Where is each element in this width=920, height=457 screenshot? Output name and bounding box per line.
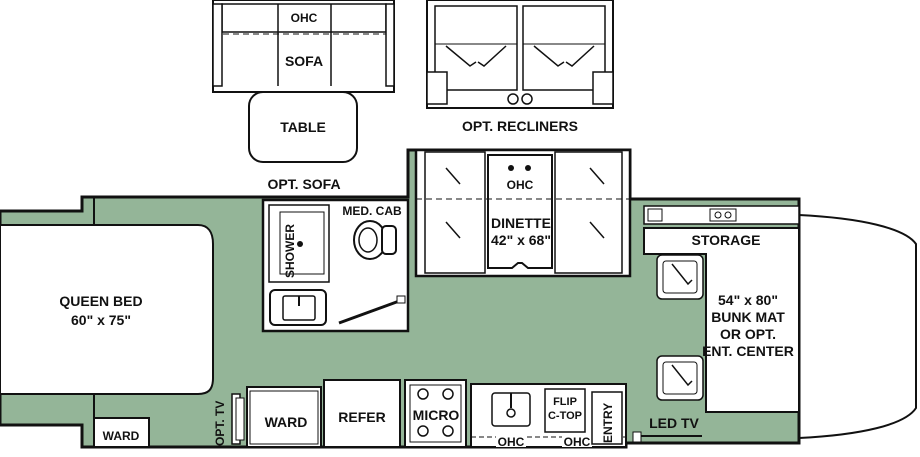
- entry-step: [591, 391, 623, 445]
- table-label: TABLE: [280, 119, 326, 135]
- passenger-seat-cushion: [662, 361, 698, 395]
- cab-knob-icon: [724, 211, 732, 219]
- bedroom-wardrobe: [93, 417, 150, 448]
- micro-label: MICRO: [413, 407, 460, 423]
- cab-cubby: [647, 208, 663, 222]
- seatbelt-icon: [445, 221, 461, 239]
- cab-nose: [798, 213, 917, 440]
- cup-holder-icon: [507, 93, 519, 105]
- driver-seat-cushion: [662, 260, 698, 294]
- bunk-mat: [643, 227, 800, 413]
- ohc-sink-label: OHC: [498, 435, 525, 449]
- cab-cubby: [709, 208, 737, 222]
- table-pedestal-icon: [508, 165, 514, 171]
- sofa-label: SOFA: [285, 53, 323, 69]
- opt-sofa-caption: OPT. SOFA: [267, 176, 340, 192]
- bedroom-ward-label: WARD: [103, 429, 140, 443]
- toilet-tank: [381, 225, 397, 255]
- dinette-size: 42" x 68": [491, 232, 551, 248]
- burner-icon: [442, 388, 454, 400]
- sink-drain-icon: [506, 408, 516, 418]
- burner-icon: [442, 425, 454, 437]
- recliner-footrest: [477, 45, 507, 67]
- entry-label: ENTRY: [601, 403, 615, 443]
- toilet-icon: [358, 227, 378, 253]
- opt-tv-shape: [235, 397, 245, 441]
- burner-icon: [417, 425, 429, 437]
- opt-recliners-caption: OPT. RECLINERS: [462, 118, 578, 134]
- queen-bed: [0, 224, 214, 395]
- opt-recliners-group: OPT. RECLINERS: [426, 0, 614, 134]
- flip-ctop: [544, 388, 586, 433]
- seatbelt-icon: [445, 167, 461, 185]
- flip-label: FLIP: [553, 396, 577, 408]
- sofa-arm-right: [385, 3, 395, 87]
- burner-icon: [417, 388, 429, 400]
- recliner-arm: [592, 71, 614, 105]
- ohc-counter-label: OHC: [564, 435, 591, 449]
- bunk-size: 54" x 80": [718, 292, 778, 308]
- queen-bed-size: 60" x 75": [71, 312, 131, 328]
- bath-door: [338, 298, 403, 325]
- med-cab-label: MED. CAB: [342, 204, 402, 218]
- shower-label: SHOWER: [283, 224, 297, 278]
- sofa-ohc-label: OHC: [291, 11, 318, 25]
- seatbelt-icon: [589, 167, 605, 185]
- dinette-bench-right: [554, 151, 623, 274]
- galley-wardrobe-inner: [249, 390, 319, 445]
- cup-holder-icon: [521, 93, 533, 105]
- coach-body: QUEEN BED 60" x 75" WARD OPT. TV SHOWER …: [0, 148, 917, 449]
- recliner-footrest: [565, 45, 595, 67]
- recliner-footrest: [445, 45, 477, 67]
- shower-drain-icon: [297, 241, 303, 247]
- dinette-table: [487, 154, 553, 269]
- bunk-or-label: OR OPT.: [720, 326, 776, 342]
- table-shape: [248, 91, 358, 163]
- refer-label: REFER: [338, 409, 385, 425]
- seatbelt-icon: [671, 364, 693, 387]
- cab-knob-icon: [714, 211, 722, 219]
- led-tv-bracket: [632, 431, 642, 443]
- recliner-arm: [426, 71, 448, 105]
- dinette-label: DINETTE: [491, 215, 551, 231]
- dinette-ohc-label: OHC: [507, 178, 534, 192]
- seatbelt-icon: [589, 221, 605, 239]
- recliner-footrest: [533, 45, 565, 67]
- bath-door-hinge: [396, 295, 406, 304]
- sofa-back: [221, 3, 387, 33]
- queen-bed-label: QUEEN BED: [59, 293, 142, 309]
- led-tv-label: LED TV: [649, 415, 699, 431]
- sofa-arm-left: [212, 3, 223, 87]
- opt-sofa-group: OHC SOFA TABLE OPT. SOFA: [212, 0, 395, 192]
- ohc-counter-box: [562, 434, 592, 447]
- seatbelt-icon: [671, 263, 693, 286]
- ohc-sink-box: [496, 434, 526, 447]
- storage-label: STORAGE: [692, 232, 761, 248]
- ent-center-label: ENT. CENTER: [702, 343, 794, 359]
- dinette-bench-left: [424, 151, 486, 274]
- bunk-mat-label: BUNK MAT: [711, 309, 785, 325]
- ctop-label: C-TOP: [548, 410, 582, 422]
- galley-ward-label: WARD: [265, 414, 308, 430]
- med-cab-box: [339, 204, 401, 218]
- refrigerator: [323, 379, 401, 448]
- table-pedestal-icon: [525, 165, 531, 171]
- opt-tv-label: OPT. TV: [213, 401, 227, 446]
